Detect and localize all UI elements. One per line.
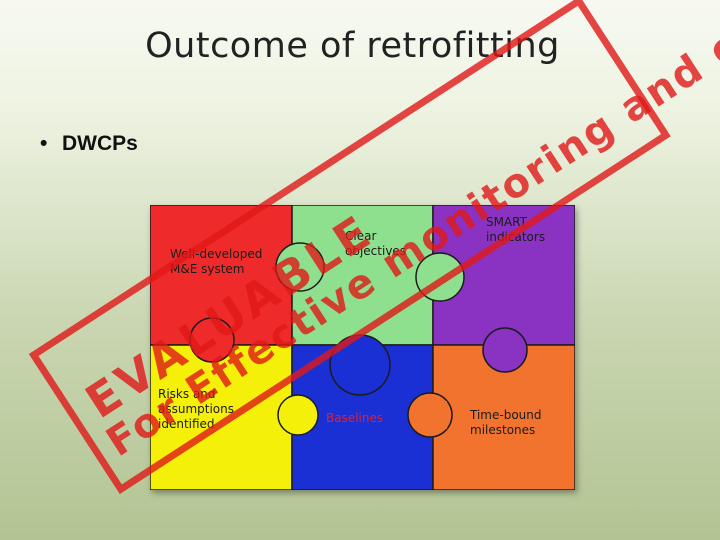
puzzle-tab [277, 394, 319, 436]
puzzle-tab [415, 252, 465, 302]
label-baselines: Baselines [326, 411, 384, 425]
slide-title: Outcome of retrofitting [145, 26, 560, 66]
label-risks: Risks and assumptions identified [158, 387, 235, 431]
label-clear-objectives: Clear objectives [345, 229, 407, 258]
bullet-marker: • [40, 132, 48, 155]
label-milestones: Time-bound milestones [470, 408, 542, 437]
bullet-item: • DWCPs [40, 132, 138, 156]
puzzle-graphic: Well-developed M&E system Clear objectiv… [150, 205, 575, 490]
label-smart-indicators: SMART indicators [486, 215, 546, 244]
label-me-system: Well-developed M&E system [170, 247, 263, 276]
bullet-text: DWCPs [62, 132, 138, 155]
puzzle-tab [482, 327, 528, 373]
